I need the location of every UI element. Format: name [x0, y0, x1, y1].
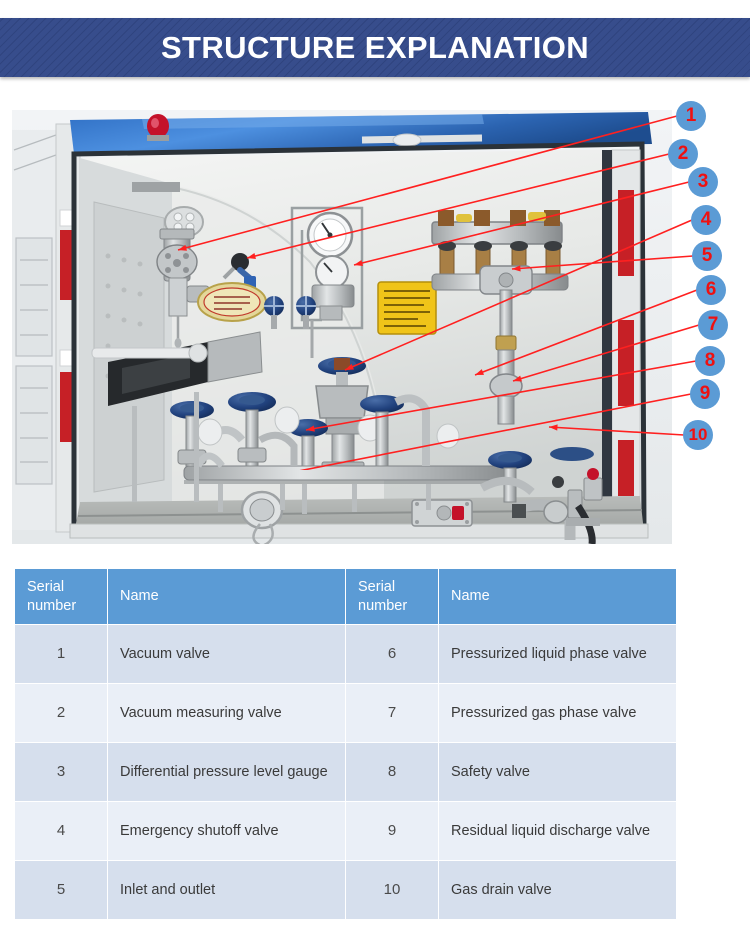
table-cell-name-right: Gas drain valve [439, 861, 676, 920]
column-header-serial-right: Serial number [346, 569, 438, 625]
table-cell-name-right: Safety valve [439, 743, 676, 802]
table-cell-name-left: Differential pressure level gauge [108, 743, 345, 802]
structure-photo [12, 110, 672, 544]
table-cell-serial-left: 4 [15, 802, 107, 861]
table-header-row: Serial number Name Serial number Name [15, 569, 676, 625]
structure-photo-image [12, 110, 672, 544]
table-cell-serial-right: 6 [346, 625, 438, 684]
column-header-name-left: Name [108, 569, 345, 625]
table-cell-name-right: Pressurized gas phase valve [439, 684, 676, 743]
table-cell-serial-right: 7 [346, 684, 438, 743]
callout-badge-8[interactable]: 8 [695, 346, 725, 376]
page-title: STRUCTURE EXPLANATION [160, 30, 590, 65]
table-cell-serial-left: 5 [15, 861, 107, 920]
table-cell-serial-right: 9 [346, 802, 438, 861]
callout-badge-4[interactable]: 4 [691, 205, 721, 235]
column-header-name-right: Name [439, 569, 676, 625]
callout-badge-9[interactable]: 9 [690, 379, 720, 409]
table-cell-serial-right: 8 [346, 743, 438, 802]
callout-badge-3[interactable]: 3 [688, 167, 718, 197]
callout-badge-7[interactable]: 7 [698, 310, 728, 340]
table-cell-serial-left: 2 [15, 684, 107, 743]
column-header-serial-left: Serial number [15, 569, 107, 625]
callout-badge-6[interactable]: 6 [696, 275, 726, 305]
callout-badge-10[interactable]: 10 [683, 420, 713, 450]
table-cell-name-right: Pressurized liquid phase valve [439, 625, 676, 684]
callout-badge-1[interactable]: 1 [676, 101, 706, 131]
table-cell-serial-left: 1 [15, 625, 107, 684]
table-cell-name-left: Vacuum measuring valve [108, 684, 345, 743]
table-cell-serial-right: 10 [346, 861, 438, 920]
table-cell-name-left: Vacuum valve [108, 625, 345, 684]
callout-badge-2[interactable]: 2 [668, 139, 698, 169]
table-cell-serial-left: 3 [15, 743, 107, 802]
callout-badge-5[interactable]: 5 [692, 241, 722, 271]
table-cell-name-right: Residual liquid discharge valve [439, 802, 676, 861]
table-cell-name-left: Emergency shutoff valve [108, 802, 345, 861]
page-header-banner: STRUCTURE EXPLANATION [0, 18, 750, 77]
table-cell-name-left: Inlet and outlet [108, 861, 345, 920]
